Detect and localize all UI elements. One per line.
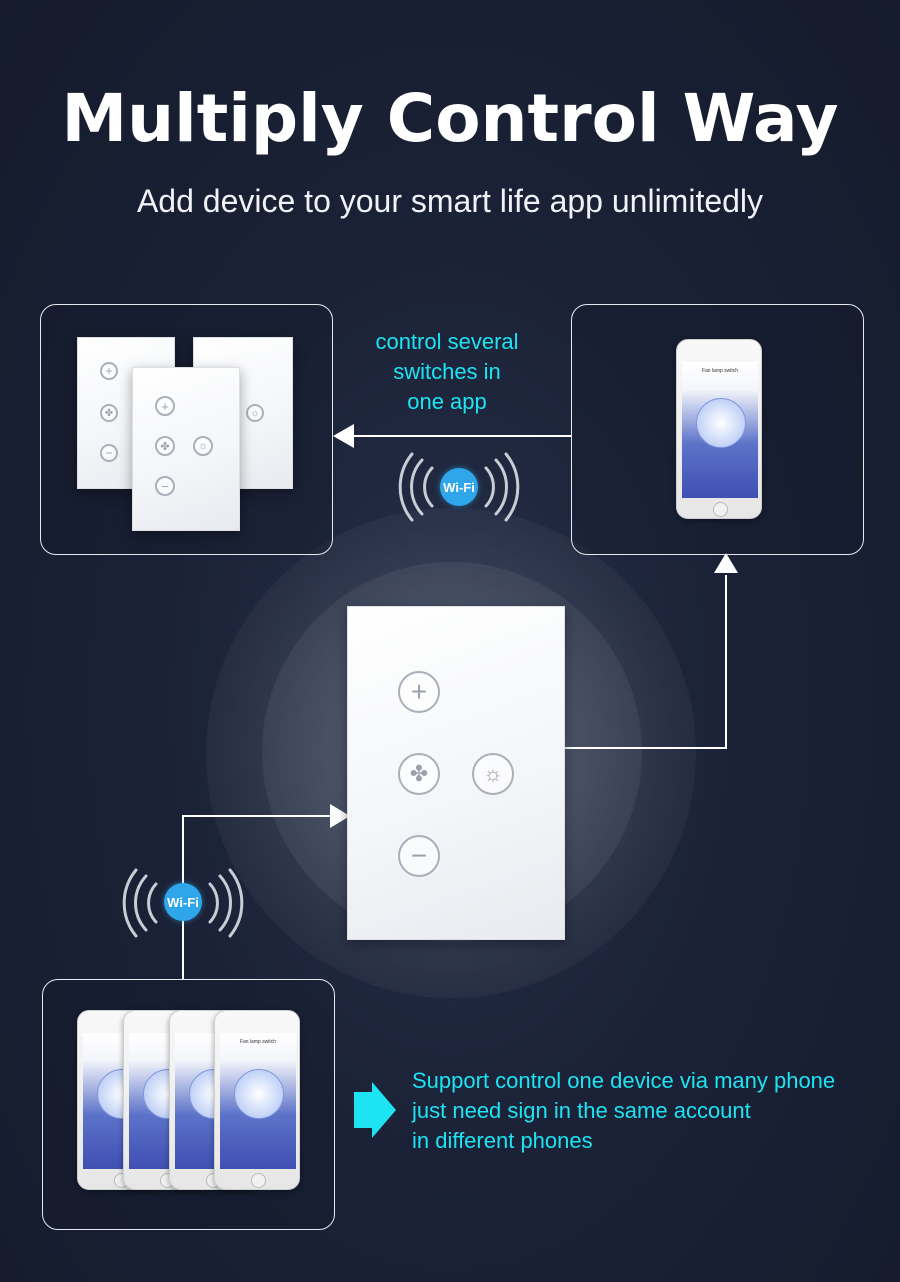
caption-line: switches in	[393, 359, 501, 384]
fan-icon: ✤	[100, 404, 118, 422]
caption-line: control several	[375, 329, 519, 354]
caption-line: Support control one device via many phon…	[412, 1068, 836, 1093]
minus-icon: −	[398, 835, 440, 877]
main-switch: + ✤ ☼ −	[347, 606, 565, 940]
fan-icon	[696, 398, 746, 448]
fan-icon	[234, 1069, 284, 1119]
plus-icon: +	[398, 671, 440, 713]
wifi-badge: Wi-Fi	[164, 883, 202, 921]
page-title: Multiply Control Way	[61, 80, 839, 157]
minus-icon: −	[155, 476, 175, 496]
fan-icon: ✤	[398, 753, 440, 795]
caption-several-switches: control several switches in one app	[352, 327, 542, 417]
home-button	[713, 502, 728, 517]
app-screen: Fan lamp switch	[220, 1033, 296, 1169]
cyan-arrow-icon	[354, 1082, 396, 1138]
minus-icon: −	[100, 444, 118, 462]
wifi-badge: Wi-Fi	[440, 468, 478, 506]
app-title: Fan lamp switch	[701, 368, 739, 374]
arrow-left-icon	[333, 424, 354, 448]
caption-line: just need sign in the same account	[412, 1098, 751, 1123]
switches-panel: + ✤ − ☼ + ✤ ☼ −	[40, 304, 333, 555]
arrow-right-icon	[330, 804, 350, 828]
phones-panel: Fan lamp switch	[42, 979, 335, 1230]
wifi-signal-icon	[398, 452, 520, 522]
app-screen: Fan lamp switch	[682, 362, 758, 498]
line-left	[182, 815, 330, 980]
phone: Fan lamp switch	[214, 1010, 300, 1190]
plus-icon: +	[100, 362, 118, 380]
caption-line: in different phones	[412, 1128, 593, 1153]
line-right	[564, 575, 727, 749]
phone: Fan lamp switch	[676, 339, 762, 519]
bulb-icon: ☼	[246, 404, 264, 422]
switch-front: + ✤ ☼ −	[132, 367, 240, 531]
bulb-icon: ☼	[472, 753, 514, 795]
fan-icon: ✤	[155, 436, 175, 456]
app-title: Fan lamp switch	[239, 1039, 277, 1045]
plus-icon: +	[155, 396, 175, 416]
bulb-icon: ☼	[193, 436, 213, 456]
phone-panel: Fan lamp switch	[571, 304, 864, 555]
wifi-signal-icon	[122, 868, 244, 938]
home-button	[251, 1173, 266, 1188]
caption-many-phones: Support control one device via many phon…	[412, 1066, 892, 1156]
caption-line: one app	[407, 389, 487, 414]
page-subtitle: Add device to your smart life app unlimi…	[136, 183, 764, 219]
arrow-up-icon	[714, 553, 738, 573]
